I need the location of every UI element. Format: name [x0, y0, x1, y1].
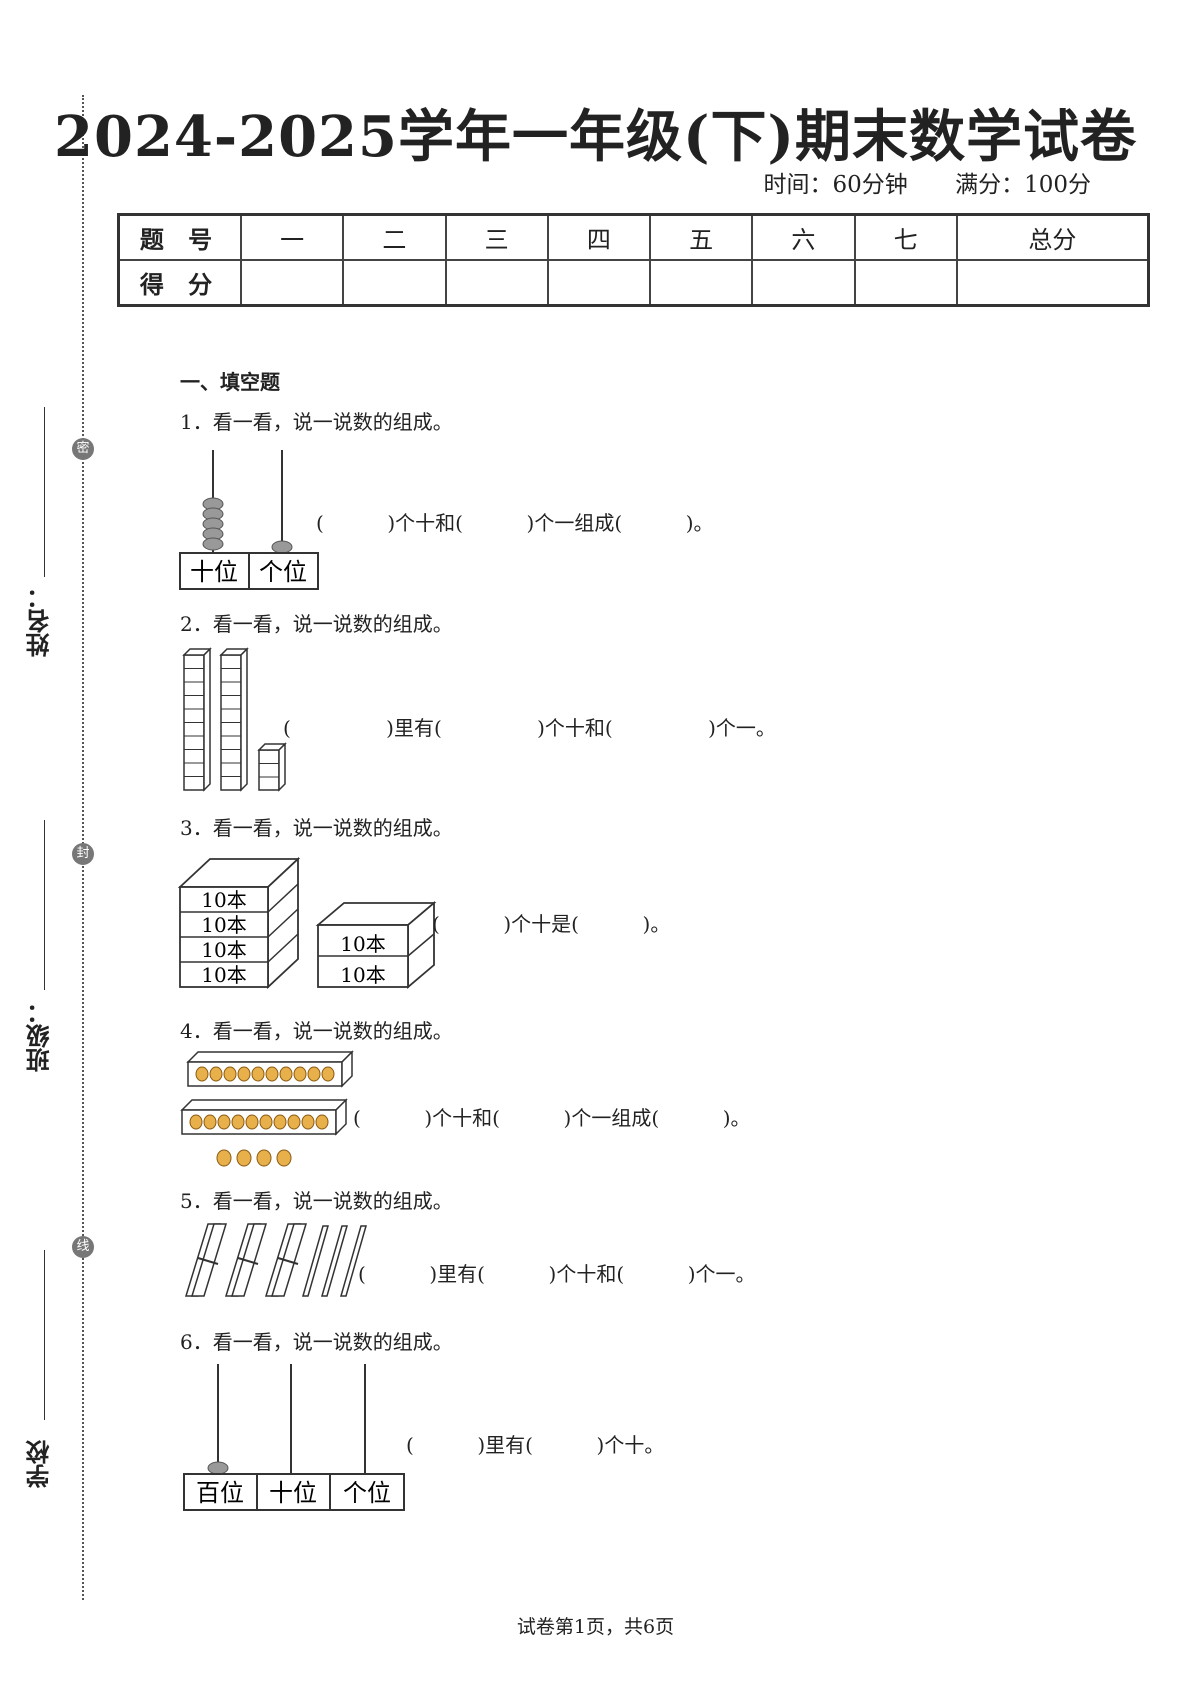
score-cell[interactable] — [444, 259, 549, 307]
row-header-score: 得 分 — [117, 259, 242, 307]
box-label: 10本 — [201, 913, 246, 937]
school-label: 学校 — [25, 1440, 54, 1488]
abacus-label: 十位 — [269, 1479, 317, 1507]
page-footer: 试卷第1页，共6页 — [516, 1616, 675, 1638]
book-stacks: 10本 10本 10本 10本 10本 10本 — [178, 856, 437, 990]
column-header: 总分 — [955, 213, 1150, 261]
column-header: 二 — [342, 213, 447, 261]
column-header: 六 — [751, 213, 856, 261]
question-1-prompt: 1．看一看，说一说数的组成。 — [180, 410, 453, 434]
box-label: 10本 — [201, 888, 246, 912]
seal-feng-icon: 封 — [72, 843, 94, 865]
score-cell[interactable] — [955, 259, 1150, 307]
cube-rods — [182, 647, 287, 792]
time-label: 时间：60分钟 — [763, 172, 908, 198]
column-header: 四 — [546, 213, 652, 261]
full-score-label: 满分：100分 — [955, 172, 1091, 198]
score-table: 题 号 一 二 三 四 五 六 七 总分 得 分 — [117, 213, 1150, 307]
column-header: 三 — [444, 213, 549, 261]
question-2-prompt: 2．看一看，说一说数的组成。 — [180, 612, 453, 636]
question-3-answer[interactable]: ( )个十是( )。 — [432, 912, 671, 936]
score-cell[interactable] — [239, 259, 345, 307]
question-6-prompt: 6．看一看，说一说数的组成。 — [180, 1330, 453, 1354]
box-label: 10本 — [340, 963, 385, 987]
stick-bundles — [184, 1223, 367, 1297]
seal-mi-icon: 密 — [72, 438, 94, 460]
box-label: 10本 — [201, 963, 246, 987]
abacus-label: 十位 — [190, 558, 238, 586]
question-5-answer[interactable]: ( )里有( )个十和( )个一。 — [358, 1262, 756, 1286]
page-title: 2024-2025学年一年级(下)期末数学试卷 — [54, 104, 1137, 170]
section-title: 一、填空题 — [180, 370, 280, 394]
seal-xian-icon: 线 — [72, 1236, 94, 1258]
question-4-answer[interactable]: ( )个十和( )个一组成( )。 — [353, 1106, 751, 1130]
row-header-number: 题 号 — [117, 213, 242, 261]
score-cell[interactable] — [853, 259, 958, 307]
column-header: 七 — [853, 213, 958, 261]
score-cell[interactable] — [648, 259, 754, 307]
column-header: 五 — [648, 213, 754, 261]
class-label: 班级： — [25, 1000, 54, 1072]
abacus-label: 百位 — [196, 1479, 244, 1507]
question-3-prompt: 3．看一看，说一说数的组成。 — [180, 816, 453, 840]
school-underline — [44, 1250, 45, 1420]
shuttlecock-boxes — [180, 1050, 354, 1167]
question-5-prompt: 5．看一看，说一说数的组成。 — [180, 1189, 453, 1213]
abacus-1: 十位 个位 — [179, 450, 319, 590]
question-6-answer[interactable]: ( )里有( )个十。 — [406, 1433, 665, 1457]
question-2-answer[interactable]: ( )里有( )个十和( )个一。 — [283, 716, 776, 740]
box-label: 10本 — [201, 938, 246, 962]
question-4-prompt: 4．看一看，说一说数的组成。 — [180, 1019, 453, 1043]
score-cell[interactable] — [751, 259, 856, 307]
exam-meta: 时间：60分钟 满分：100分 — [724, 165, 1092, 199]
box-label: 10本 — [340, 932, 385, 956]
abacus-label: 个位 — [259, 558, 307, 586]
score-table-header-row: 题 号 一 二 三 四 五 六 七 总分 — [117, 213, 1150, 261]
name-underline — [44, 407, 45, 577]
score-table-score-row: 得 分 — [117, 259, 1150, 307]
question-1-answer[interactable]: ( )个十和( )个一组成( )。 — [316, 511, 714, 535]
abacus-label: 个位 — [343, 1479, 391, 1507]
class-underline — [44, 820, 45, 990]
column-header: 一 — [239, 213, 345, 261]
score-cell[interactable] — [546, 259, 652, 307]
abacus-2: 百位 十位 个位 — [183, 1364, 405, 1511]
score-cell[interactable] — [342, 259, 447, 307]
name-label: 姓名： — [25, 585, 54, 657]
